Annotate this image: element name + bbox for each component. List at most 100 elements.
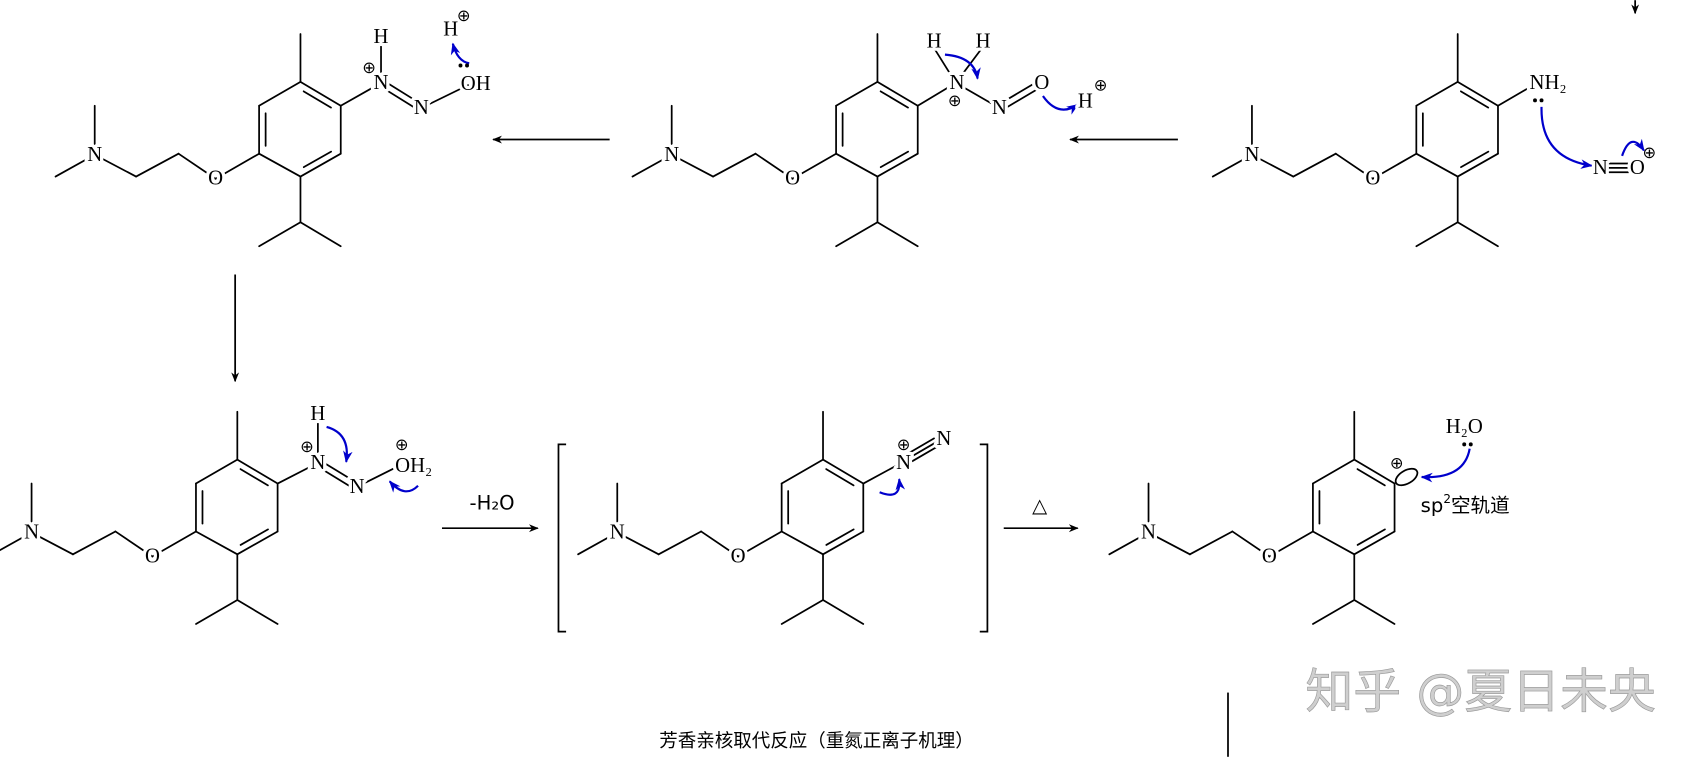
- positive-charge: ⊕: [362, 58, 376, 77]
- amine-nitrogen: N: [87, 144, 102, 166]
- chain-bond: [93, 153, 137, 178]
- hydrogen: H: [310, 403, 325, 425]
- ring-bond: [876, 80, 919, 107]
- isopropyl-bond: [1456, 221, 1499, 248]
- ether-oxygen: O: [785, 168, 800, 190]
- n-methyl-bond: [0, 531, 33, 552]
- ring-double-bond: [1356, 468, 1386, 487]
- diazo-nitrogen-1: N: [310, 452, 325, 474]
- ring-bond: [822, 458, 865, 485]
- isopropyl-bond: [822, 599, 865, 625]
- ring-bond: [1312, 530, 1356, 556]
- chain-bond: [657, 530, 702, 556]
- bracket-left: [557, 443, 567, 633]
- ether-oxygen: O: [1262, 545, 1277, 567]
- positive-charge: ⊕: [395, 435, 409, 454]
- ring-bond: [299, 152, 342, 178]
- ring-bond: [195, 458, 239, 485]
- bond: [862, 461, 903, 485]
- positive-charge: ⊕: [897, 435, 911, 454]
- ether-bond: [114, 530, 154, 558]
- bond: [276, 461, 319, 485]
- ring-bond: [822, 530, 865, 556]
- bond: [339, 82, 382, 107]
- heat-label: △: [1032, 494, 1047, 517]
- amine-nitrogen: N: [610, 522, 625, 544]
- isopropyl-bond: [195, 599, 239, 625]
- n2-loss-arrow: [879, 478, 906, 496]
- diazonium-nitrogen-2: N: [936, 428, 951, 450]
- chain-bond: [1147, 531, 1191, 556]
- isopropyl-bond: [1312, 599, 1356, 625]
- ring-bond: [236, 458, 279, 485]
- bond: [1497, 82, 1539, 107]
- diazo-nitrogen-2: N: [414, 97, 429, 119]
- isopropyl-bond: [258, 221, 302, 248]
- ether-bond: [177, 152, 217, 180]
- water-attack-arrow: [1420, 448, 1471, 483]
- watermark: 知乎 @夏日未央: [1305, 665, 1655, 720]
- chain-bond: [1189, 530, 1234, 556]
- lone-pair-dot: [1468, 442, 1473, 447]
- orbital-label-part: 2: [1443, 492, 1451, 506]
- caption: 芳香亲核取代反应（重氮正离子机理）: [659, 731, 974, 752]
- amino-group: NH₂: [1530, 72, 1567, 94]
- nh-bond-arrow: [944, 53, 981, 80]
- ether-oxygen: O: [208, 168, 223, 190]
- lone-pair-dot: [1533, 98, 1537, 103]
- ring-bond: [258, 80, 302, 107]
- sp2-orbital-lobe: [1394, 467, 1419, 487]
- triple-bond: [909, 441, 938, 459]
- lone-pair-dot: [1462, 442, 1467, 447]
- ring-double-bond: [825, 528, 855, 546]
- ring-double-bond: [825, 468, 855, 487]
- proton: H: [1078, 90, 1093, 112]
- triple-bond: [911, 445, 940, 463]
- chain-bond: [616, 531, 660, 556]
- bond: [356, 464, 402, 488]
- chain-bond: [72, 530, 117, 556]
- amine-nitrogen: N: [24, 522, 39, 544]
- diazo-nitrogen-2: N: [350, 476, 365, 498]
- protonation-arrow: [450, 42, 470, 65]
- ring-bond: [236, 530, 279, 556]
- hydroxyl: OH: [461, 73, 491, 95]
- nitroso-nitrogen: N: [992, 97, 1007, 119]
- ring-bond: [1415, 152, 1459, 178]
- chain-bond: [135, 152, 180, 178]
- ring-bond: [1456, 152, 1499, 178]
- n-methyl-bond: [54, 153, 96, 178]
- positive-charge: ⊕: [300, 437, 314, 456]
- ring-bond: [1312, 458, 1356, 485]
- bond: [1000, 85, 1043, 112]
- ring-bond: [299, 80, 342, 107]
- chain-bond: [712, 152, 757, 178]
- leaving-water-arrow: [388, 480, 419, 493]
- ring-double-bond: [239, 468, 269, 487]
- ring-double-bond: [1356, 528, 1386, 546]
- ring-bond: [1415, 80, 1459, 107]
- n-methyl-bond: [577, 531, 619, 556]
- nucleophilic-attack-arrow: [1540, 106, 1593, 169]
- ether-bond: [737, 530, 783, 558]
- ring-bond: [780, 530, 824, 556]
- positive-charge: ⊕: [1642, 143, 1656, 162]
- chain-bond: [670, 153, 714, 178]
- lone-pair-dot: [1539, 98, 1544, 103]
- dehydration-label: -H₂O: [470, 492, 515, 515]
- bond: [420, 84, 469, 109]
- ether-bond: [700, 530, 739, 558]
- amine-nitrogen: N: [1141, 522, 1156, 544]
- n-methyl-bond: [1211, 153, 1253, 178]
- nitrosonium-nitrogen: N: [1593, 157, 1608, 179]
- nh-bond-arrow: [326, 425, 353, 463]
- diazonium-nitrogen-1: N: [896, 452, 911, 474]
- lone-pair-dot: [458, 63, 463, 68]
- chain-bond: [1292, 152, 1337, 178]
- bond: [954, 47, 983, 84]
- triple-bond: [907, 437, 935, 455]
- amine-nitrogen: N: [1244, 144, 1259, 166]
- deprotonation-arrow: [1042, 95, 1079, 115]
- hydrogen: H: [927, 31, 942, 53]
